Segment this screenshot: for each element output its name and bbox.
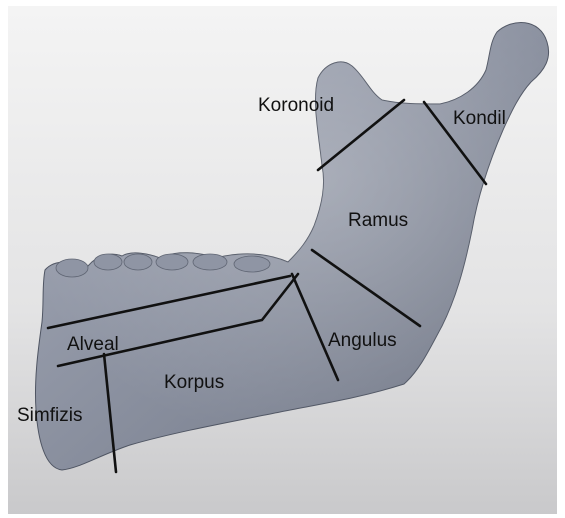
label-ramus: Ramus <box>348 210 408 231</box>
label-alveal: Alveal <box>67 334 119 355</box>
label-simfizis: Simfizis <box>17 405 82 426</box>
label-korpus: Korpus <box>164 372 224 393</box>
label-kondil: Kondil <box>453 108 506 129</box>
label-koronoid: Koronoid <box>258 95 334 116</box>
label-angulus: Angulus <box>328 330 397 351</box>
